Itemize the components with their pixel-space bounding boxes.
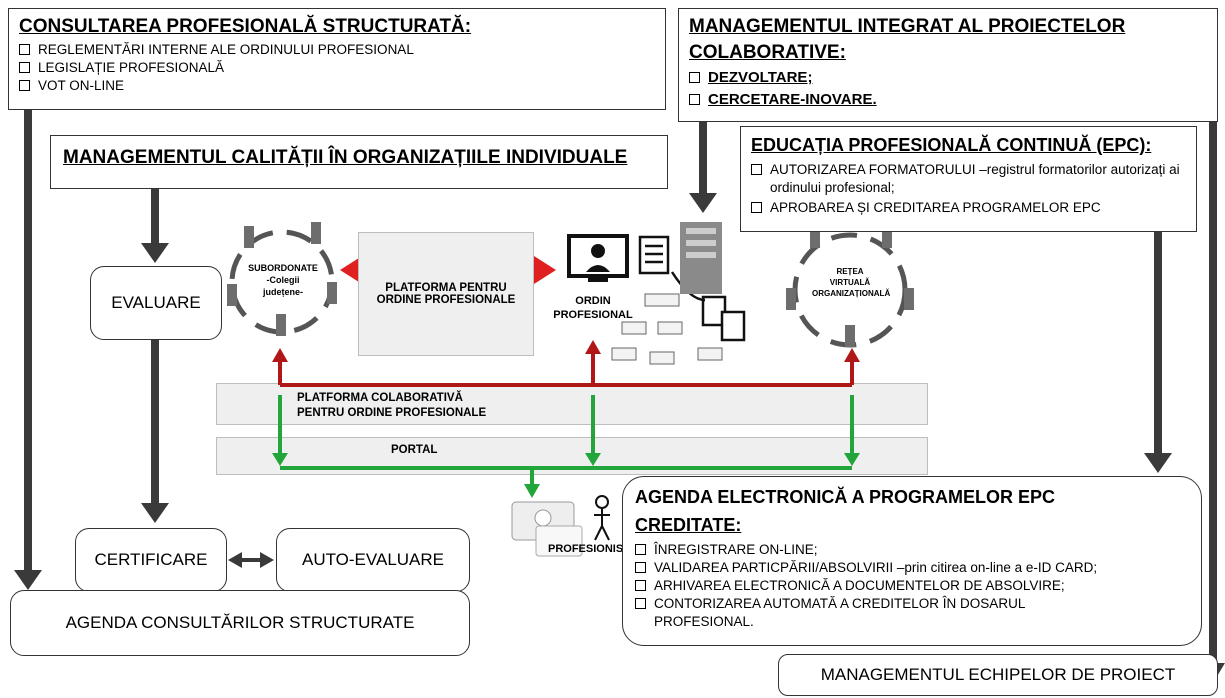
org-chart-icon [611,293,723,365]
agenda-electronica-title-1: AGENDA ELECTRONICĂ A PROGRAMELOR EPC [635,487,1056,507]
profesionist-label: PROFESIONIST [548,543,630,555]
list-item: DEZVOLTARE; [689,67,1207,89]
auto-evaluare-box: AUTO-EVALUARE [276,528,470,592]
calitate-box: MANAGEMENTUL CALITĂȚII ÎN ORGANIZAȚIILE … [50,135,668,189]
list-item: CERCETARE-INOVARE. [689,89,1207,111]
ordin-label: ORDIN PROFESIONAL [553,295,633,321]
monitor-headset-icon [567,234,629,282]
list-item: CONTORIZAREA AUTOMATĂ A CREDITELOR ÎN DO… [635,595,1189,631]
list-item: VALIDAREA PARTICPĂRII/ABSOLVIRII –prin c… [635,559,1189,577]
list-item: REGLEMENTĂRI INTERNE ALE ORDINULUI PROFE… [19,41,655,59]
green-bus [272,395,860,498]
auto-evaluare-label: AUTO-EVALUARE [301,550,445,569]
card-reader-icon [511,501,583,557]
checkbox-icon [751,202,762,213]
epc-box: EDUCAȚIA PROFESIONALĂ CONTINUĂ (EPC): AU… [740,126,1197,232]
management-integrat-title-1: MANAGEMENTUL INTEGRAT AL PROIECTELOR [689,16,1126,37]
agenda-consultari-box: AGENDA CONSULTĂRILOR STRUCTURATE [10,590,470,656]
checkbox-icon [689,72,700,83]
management-integrat-box: MANAGEMENTUL INTEGRAT AL PROIECTELOR COL… [678,8,1218,122]
red-bus [272,340,860,387]
checkbox-icon [635,580,646,591]
evaluare-box: EVALUARE [90,266,222,340]
echipe-label: MANAGEMENTUL ECHIPELOR DE PROIECT [820,665,1176,684]
list-item: VOT ON-LINE [19,77,655,95]
checkbox-icon [689,94,700,105]
certificare-box: CERTIFICARE [75,528,227,592]
epc-title: EDUCAȚIA PROFESIONALĂ CONTINUĂ (EPC): [751,135,1152,155]
list-item: LEGISLAȚIE PROFESIONALĂ [19,59,655,77]
server-icon [680,222,722,294]
checkbox-icon [19,44,30,55]
list-item: ARHIVAREA ELECTRONICĂ A DOCUMENTELOR DE … [635,577,1189,595]
management-integrat-title-2: COLABORATIVE: [689,42,846,63]
platforma-ordine-label-1: PLATFORMA PENTRU [385,282,507,294]
checkbox-icon [635,562,646,573]
agenda-electronica-title-2: CREDITATE: [635,515,742,535]
double-arrow [228,552,274,568]
checkbox-icon [635,544,646,555]
agenda-electronica-box: AGENDA ELECTRONICĂ A PROGRAMELOR EPC CRE… [622,476,1202,646]
consultarea-box: CONSULTAREA PROFESIONALĂ STRUCTURATĂ: RE… [8,8,666,110]
echipe-box: MANAGEMENTUL ECHIPELOR DE PROIECT [778,654,1218,696]
retea-label: REȚEA VIRTUALĂ ORGANIZAȚIONALĂ [812,267,891,298]
agenda-consultari-label: AGENDA CONSULTĂRILOR STRUCTURATE [65,613,415,632]
checkbox-icon [751,164,762,175]
list-item: ÎNREGISTRARE ON-LINE; [635,541,1189,559]
checkbox-icon [19,62,30,73]
server-icon [227,222,337,336]
subordonate-label: SUBORDONATE -Colegii județene- [248,263,318,297]
list-item: AUTORIZAREA FORMATORULUI –registrul form… [751,161,1186,197]
platforma-ordine-label-2: ORDINE PROFESIONALE [376,294,516,306]
server-icon [786,226,914,347]
evaluare-label: EVALUARE [111,293,201,312]
person-icon [594,495,610,541]
platforma-ordine-box: PLATFORMA PENTRU ORDINE PROFESIONALE [358,232,534,356]
checkbox-icon [19,80,30,91]
calitate-title: MANAGEMENTUL CALITĂȚII ÎN ORGANIZAȚIILE … [63,147,628,168]
consultarea-title: CONSULTAREA PROFESIONALĂ STRUCTURATĂ: [19,16,472,37]
list-item: APROBAREA ȘI CREDITAREA PROGRAMELOR EPC [751,199,1186,217]
checkbox-icon [635,598,646,609]
certificare-label: CERTIFICARE [94,550,208,569]
